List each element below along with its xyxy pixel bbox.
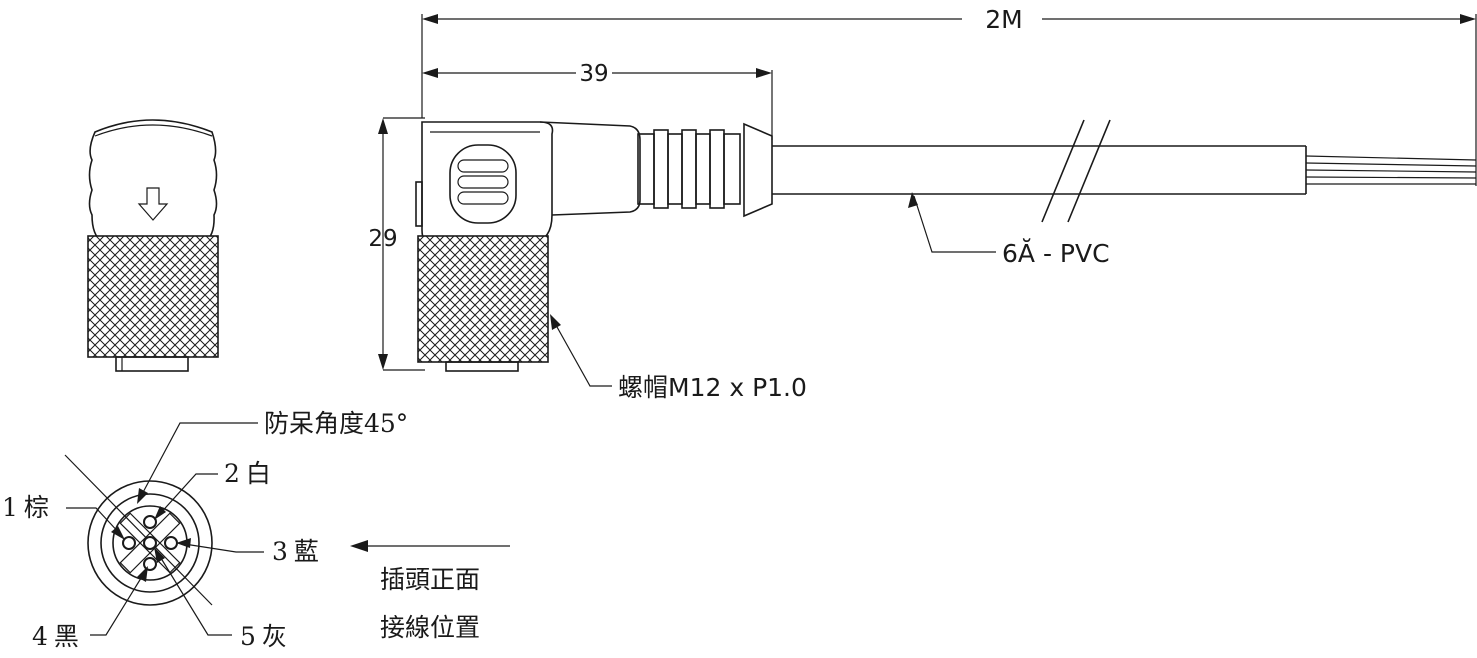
pin-1	[122, 536, 136, 550]
cable-material-label: 6Ă - PVC	[1002, 238, 1110, 268]
grip-window	[449, 144, 517, 224]
dimension-connector-length: 39	[422, 61, 772, 87]
cable	[772, 145, 1307, 195]
side-view-body	[88, 119, 218, 243]
pin-2	[143, 515, 157, 529]
connector-length-label: 39	[579, 61, 608, 87]
total-length-label: 2M	[985, 5, 1022, 34]
connector-front-view	[378, 14, 1477, 372]
knurled-nut	[417, 235, 549, 363]
connector-side-view	[87, 119, 219, 372]
strain-relief	[539, 121, 641, 216]
nut-thread-label: 螺帽M12 x P1.0	[618, 373, 807, 402]
view-direction-note: 插頭正面 接線位置	[350, 540, 510, 642]
pin-5	[143, 536, 157, 550]
side-view-knurled-nut	[87, 235, 219, 358]
pin-3	[164, 536, 178, 550]
arrow-left-icon	[350, 540, 368, 552]
view-note-line-1: 插頭正面	[380, 565, 480, 594]
wire-ends	[1305, 14, 1477, 186]
callout-cable-material: 6Ă - PVC	[908, 192, 1110, 268]
view-note-line-2: 接線位置	[380, 613, 480, 642]
arrow-down-icon	[137, 187, 169, 221]
key-angle-label: 防呆角度45°	[264, 409, 408, 438]
dimension-total-length: 2M	[422, 5, 1476, 34]
connector-height-label: 29	[368, 226, 397, 252]
angled-housing	[421, 121, 554, 245]
callout-nut-thread: 螺帽M12 x P1.0	[550, 314, 807, 402]
